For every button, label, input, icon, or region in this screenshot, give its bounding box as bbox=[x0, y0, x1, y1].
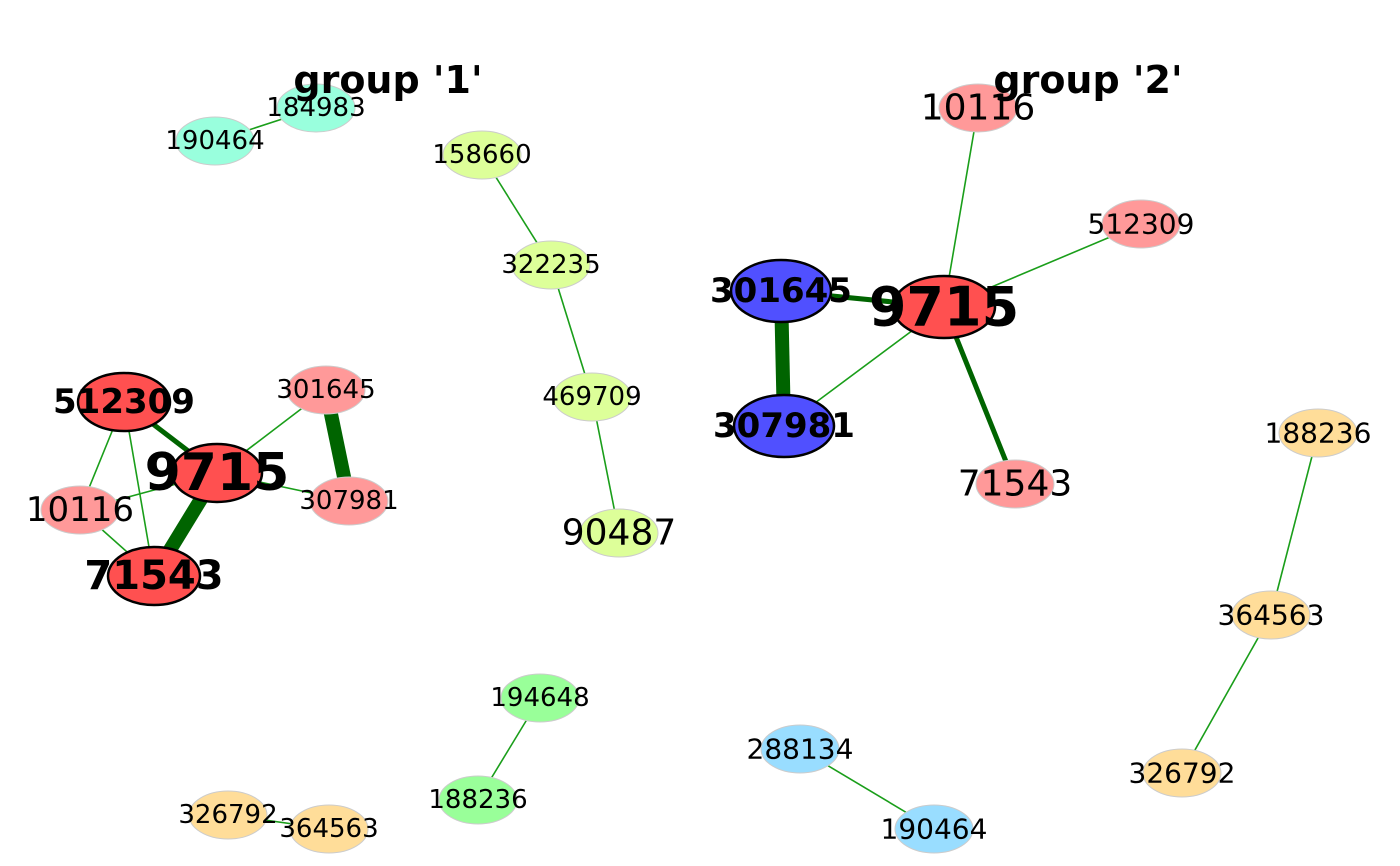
node-g1-71543[interactable]: 71543 bbox=[84, 545, 224, 607]
node-label: 322235 bbox=[501, 250, 600, 280]
node-label: 188236 bbox=[1265, 417, 1372, 450]
node-g2-10116[interactable]: 10116 bbox=[921, 83, 1036, 133]
node-shape bbox=[286, 365, 366, 415]
node-g1-188236[interactable]: 188236 bbox=[428, 775, 528, 825]
node-label: 364563 bbox=[1218, 599, 1325, 632]
node-label: 288134 bbox=[747, 733, 854, 766]
node-label: 301645 bbox=[276, 375, 375, 405]
node-shape bbox=[552, 372, 632, 422]
node-g1-158660[interactable]: 158660 bbox=[432, 130, 532, 180]
node-shape bbox=[500, 673, 580, 723]
node-g1-10116[interactable]: 10116 bbox=[26, 485, 134, 535]
node-g1-469709[interactable]: 469709 bbox=[542, 372, 642, 422]
node-shape bbox=[289, 804, 369, 854]
node-g1-512309[interactable]: 512309 bbox=[53, 371, 195, 433]
node-label: 512309 bbox=[53, 382, 195, 422]
edge-g2-188236-to-g2-364563 bbox=[1270, 432, 1319, 616]
node-label: 71543 bbox=[84, 553, 223, 599]
node-label: 326792 bbox=[178, 800, 277, 830]
node-shape bbox=[894, 804, 974, 854]
node-shape bbox=[442, 130, 522, 180]
node-shape bbox=[511, 240, 591, 290]
node-shape bbox=[1101, 199, 1181, 249]
node-g1-364563[interactable]: 364563 bbox=[279, 804, 379, 854]
node-label: 90487 bbox=[562, 513, 677, 554]
node-label: 158660 bbox=[432, 140, 531, 170]
node-label: 364563 bbox=[279, 814, 378, 844]
node-label: 307981 bbox=[299, 486, 398, 516]
node-g1-322235[interactable]: 322235 bbox=[501, 240, 601, 290]
node-label: 9715 bbox=[145, 443, 290, 503]
node-shape bbox=[1142, 748, 1222, 798]
node-label: 190464 bbox=[881, 813, 988, 846]
node-label: 71543 bbox=[958, 464, 1073, 505]
node-shape bbox=[760, 724, 840, 774]
node-g2-9715[interactable]: 9715 bbox=[869, 274, 1019, 340]
node-shape bbox=[1231, 590, 1311, 640]
node-g1-194648[interactable]: 194648 bbox=[490, 673, 590, 723]
node-shape bbox=[732, 393, 836, 459]
node-shape bbox=[938, 83, 1018, 133]
node-g2-188236[interactable]: 188236 bbox=[1265, 408, 1372, 458]
node-g1-190464[interactable]: 190464 bbox=[165, 116, 265, 166]
node-g2-364563[interactable]: 364563 bbox=[1218, 590, 1325, 640]
node-g2-301645[interactable]: 301645 bbox=[710, 258, 852, 324]
node-g1-184983[interactable]: 184983 bbox=[266, 83, 366, 133]
node-g2-326792[interactable]: 326792 bbox=[1129, 748, 1236, 798]
node-g1-301645[interactable]: 301645 bbox=[276, 365, 376, 415]
node-label: 512309 bbox=[1088, 208, 1195, 241]
node-shape bbox=[276, 83, 356, 133]
node-shape bbox=[106, 545, 202, 607]
node-g1-9715[interactable]: 9715 bbox=[145, 442, 290, 504]
node-label: 188236 bbox=[428, 785, 527, 815]
node-shape bbox=[975, 459, 1055, 509]
node-label: 190464 bbox=[165, 126, 264, 156]
node-label: 184983 bbox=[266, 93, 365, 123]
node-label: 301645 bbox=[710, 271, 852, 311]
node-shape bbox=[309, 476, 389, 526]
node-label: 326792 bbox=[1129, 757, 1236, 790]
node-label: 307981 bbox=[713, 406, 855, 446]
node-g2-288134[interactable]: 288134 bbox=[747, 724, 854, 774]
node-shape bbox=[175, 116, 255, 166]
node-shape bbox=[891, 274, 997, 340]
node-shape bbox=[188, 790, 268, 840]
node-g2-190464[interactable]: 190464 bbox=[881, 804, 988, 854]
edge-g2-364563-to-g2-326792 bbox=[1181, 614, 1272, 774]
node-g1-326792[interactable]: 326792 bbox=[178, 790, 278, 840]
node-label: 10116 bbox=[921, 88, 1036, 129]
node-shape bbox=[438, 775, 518, 825]
node-shape bbox=[729, 258, 833, 324]
node-label: 10116 bbox=[26, 490, 134, 530]
node-shape bbox=[170, 442, 264, 504]
group-1-title: group '1' bbox=[293, 58, 482, 102]
node-label: 9715 bbox=[869, 276, 1019, 339]
node-shape bbox=[40, 485, 120, 535]
node-g1-90487[interactable]: 90487 bbox=[562, 508, 677, 558]
edge-g2-9715-to-g2-10116 bbox=[943, 107, 979, 308]
node-shape bbox=[1278, 408, 1358, 458]
nodes-layer: 9715512309715431011630164530798118498319… bbox=[26, 83, 1372, 854]
node-g2-307981[interactable]: 307981 bbox=[713, 393, 855, 459]
node-g2-512309[interactable]: 512309 bbox=[1088, 199, 1195, 249]
node-label: 194648 bbox=[490, 683, 589, 713]
node-shape bbox=[579, 508, 659, 558]
node-label: 469709 bbox=[542, 382, 641, 412]
group-2-title: group '2' bbox=[993, 58, 1182, 102]
node-g1-307981[interactable]: 307981 bbox=[299, 476, 399, 526]
node-shape bbox=[76, 371, 172, 433]
node-g2-71543[interactable]: 71543 bbox=[958, 459, 1073, 509]
